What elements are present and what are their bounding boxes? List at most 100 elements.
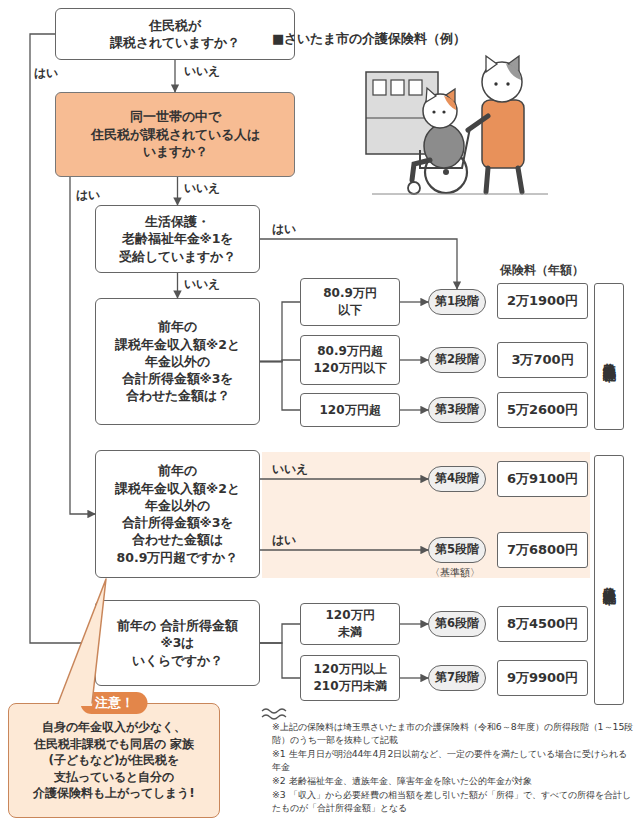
column-header: 保険料（年額） <box>500 262 584 279</box>
flow-arrow <box>30 34 95 643</box>
edge-label: はい <box>272 533 296 548</box>
cat-eye <box>506 82 509 85</box>
flow-arrow <box>260 549 428 550</box>
range-box: 80.9万円超 120万円以下 <box>300 335 400 385</box>
flow-arrow <box>177 273 178 298</box>
range-box: 120万円 未満 <box>300 603 400 645</box>
stage-badge: 第3段階 <box>428 397 486 423</box>
decision-box-highlight: 同一世帯の中で 住民税が課税されている人は いますか？ <box>55 92 295 177</box>
range-box: 120万円以上 210万円未満 <box>300 655 400 701</box>
household-band: 住民税非課税世帯 <box>594 283 624 430</box>
edge-label: いいえ <box>272 462 308 477</box>
flow-arrow <box>260 239 457 289</box>
node-text: 7万6800円 <box>499 541 587 559</box>
node-text: 2万1900円 <box>499 292 587 310</box>
node-text: 8万4500円 <box>499 615 587 633</box>
node-text: 自身の年金収入が少なく、 住民税非課税でも同居の 家族(子どもなど)が住民税を … <box>18 719 210 802</box>
decision-box: 生活保護・ 老齢福祉年金※1を 受給していますか？ <box>95 205 260 273</box>
stage-badge: 第5段階 <box>428 537 486 563</box>
continuation-mark <box>262 709 286 719</box>
flow-line <box>260 302 300 362</box>
node-text: 6万9100円 <box>499 470 587 488</box>
cat-patch <box>444 96 456 110</box>
wheel-hub <box>443 169 449 175</box>
flow-arrow <box>174 60 175 92</box>
carer-arm <box>468 116 488 130</box>
flow-line <box>260 624 300 643</box>
flow-arrow <box>400 409 428 410</box>
node-text: 9万9900円 <box>499 669 587 687</box>
edge-label: はい <box>76 188 100 203</box>
flow-line <box>260 362 300 411</box>
node-text: 第1段階 <box>429 294 485 310</box>
premium-box: 5万2600円 <box>497 392 588 428</box>
decision-box: 住民税が 課税されていますか？ <box>55 8 295 60</box>
edge-label: いいえ <box>184 277 220 292</box>
care-illustration <box>366 56 548 194</box>
node-text: 住民税が 課税されていますか？ <box>105 17 245 52</box>
node-text: 第7段階 <box>429 670 485 686</box>
household-band: 住民税課税世帯 <box>594 455 624 705</box>
cat-eye <box>494 82 497 85</box>
node-text: 前年の 課税年金収入額※2と 年金以外の 合計所得金額※3を 合わせた金額は 8… <box>115 462 240 566</box>
edge-label: はい <box>272 222 296 237</box>
footnote: ※2 老齢福祉年金、遺族年金、障害年金を除いた公的年金が対象 <box>272 774 634 787</box>
window <box>409 80 422 95</box>
node-text: 第5段階 <box>429 542 485 558</box>
node-text: 第2段階 <box>429 352 485 368</box>
flow-arrow <box>400 359 428 360</box>
seated-cat-leg <box>412 160 430 180</box>
chart-title: ■さいたま市の介護保険料（例） <box>272 30 466 48</box>
edge-label: はい <box>34 66 58 81</box>
premium-box: 3万700円 <box>497 342 588 378</box>
base-amount-note: 〈基準額〉 <box>430 566 480 581</box>
stage-badge: 第4段階 <box>428 466 486 492</box>
node-text: 80.9万円 以下 <box>320 285 380 318</box>
stage-badge: 第6段階 <box>428 611 486 637</box>
premium-box: 6万9100円 <box>497 461 588 497</box>
window <box>391 80 404 95</box>
callout-heading: 注意！ <box>81 692 148 714</box>
node-text: 前年の 課税年金収入額※2と 年金以外の 合計所得金額※3を 合わせた金額は？ <box>115 318 240 404</box>
carer-leg <box>486 168 522 192</box>
node-text: 5万2600円 <box>499 401 587 419</box>
window <box>373 80 386 95</box>
node-text: 生活保護・ 老齢福祉年金※1を 受給していますか？ <box>118 213 238 265</box>
ground-line <box>372 194 548 195</box>
footnote: ※上記の保険料は埼玉県さいたま市の介護保険料（令和6～8年度）の所得段階（1～1… <box>272 720 634 747</box>
premium-box: 9万9900円 <box>497 660 588 696</box>
node-text: 80.9万円超 120万円以下 <box>305 343 395 376</box>
premium-box: 7万6800円 <box>497 532 588 568</box>
node-text: 120万円超 <box>305 402 395 419</box>
node-text: 前年の 合計所得金額※3は いくらですか？ <box>115 617 240 669</box>
footnote: ※1 生年月日が明治44年4月2日以前など、一定の要件を満たしている場合に受けら… <box>272 747 634 774</box>
note-callout: 注意！自身の年金収入が少なく、 住民税非課税でも同居の 家族(子どもなど)が住民… <box>8 703 220 818</box>
range-box: 120万円超 <box>300 393 400 427</box>
flow-arrow <box>400 677 428 678</box>
flow-arrow <box>400 623 428 624</box>
node-text: 第6段階 <box>429 616 485 632</box>
carer-apron <box>482 100 524 168</box>
node-text: 第3段階 <box>429 402 485 418</box>
cat-ear <box>426 88 436 102</box>
callout-tail-outline <box>58 579 106 704</box>
premium-box: 8万4500円 <box>497 606 588 642</box>
node-text: 第4段階 <box>429 471 485 487</box>
cat-ear <box>486 56 497 72</box>
callout-tail <box>58 579 106 706</box>
node-text: 住民税課税世帯 <box>600 577 617 584</box>
decision-box: 前年の 課税年金収入額※2と 年金以外の 合計所得金額※3を 合わせた金額は 8… <box>95 450 260 578</box>
node-text: 住民税非課税世帯 <box>600 353 617 361</box>
highlight-band <box>262 452 590 578</box>
flow-arrow <box>400 301 428 302</box>
range-box: 80.9万円 以下 <box>300 278 400 326</box>
flow-line <box>260 360 300 362</box>
cat-patch <box>506 64 521 80</box>
node-text: 120万円 未満 <box>320 607 380 640</box>
node-text: 120万円以上 210万円未満 <box>305 661 395 694</box>
edge-label: いいえ <box>184 181 220 196</box>
footnote: ※3 「収入」から必要経費の相当額を差し引いた額が「所得」で、すべての所得を合計… <box>272 788 634 815</box>
stage-badge: 第2段階 <box>428 347 486 373</box>
decision-box: 前年の 課税年金収入額※2と 年金以外の 合計所得金額※3を 合わせた金額は？ <box>95 298 260 425</box>
